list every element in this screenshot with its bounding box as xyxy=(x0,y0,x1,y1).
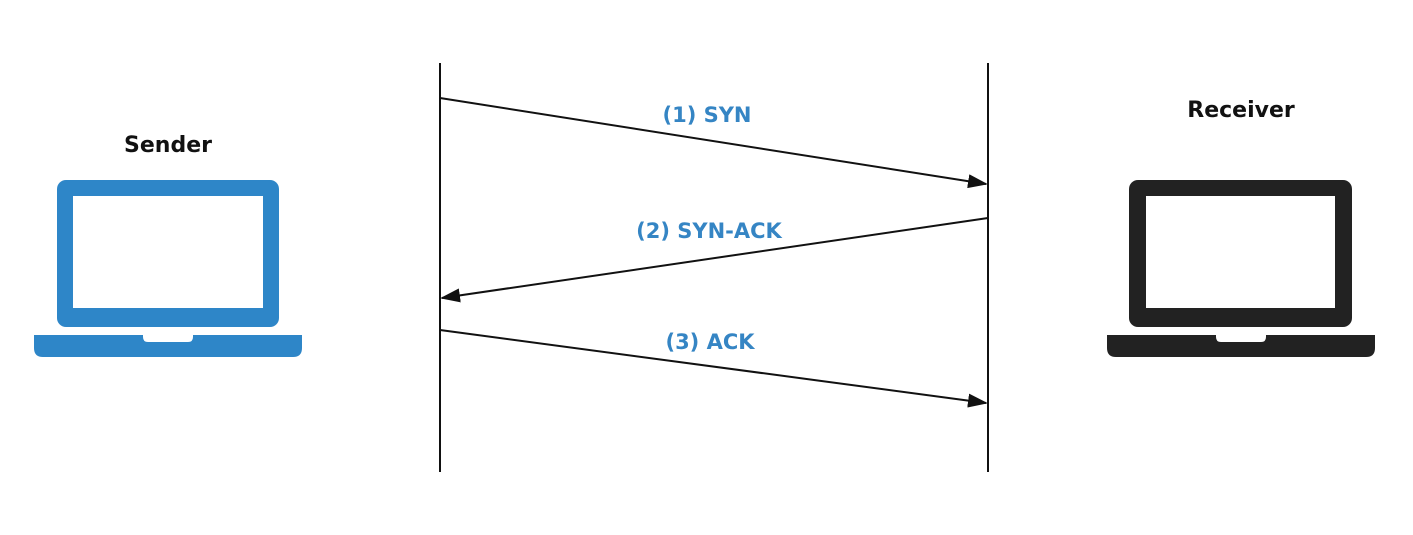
sender-laptop-notch xyxy=(143,335,193,342)
receiver-laptop-base xyxy=(1107,335,1375,357)
sender-label: Sender xyxy=(124,133,212,158)
message-arrow-ack xyxy=(439,329,988,408)
sender-laptop-icon xyxy=(34,180,302,357)
receiver-laptop-notch xyxy=(1216,335,1266,342)
receiver-label: Receiver xyxy=(1187,98,1295,123)
sender-laptop-screen xyxy=(73,196,263,308)
message-arrow-syn xyxy=(439,97,988,189)
sender-laptop-base xyxy=(34,335,302,357)
receiver-laptop-icon xyxy=(1107,180,1375,357)
message-label-syn-ack: (2) SYN-ACK xyxy=(636,219,782,243)
message-label-syn: (1) SYN xyxy=(662,103,751,127)
message-label-ack: (3) ACK xyxy=(665,330,755,354)
message-arrow-syn-ack xyxy=(440,217,989,303)
receiver-laptop-screen xyxy=(1146,196,1335,308)
